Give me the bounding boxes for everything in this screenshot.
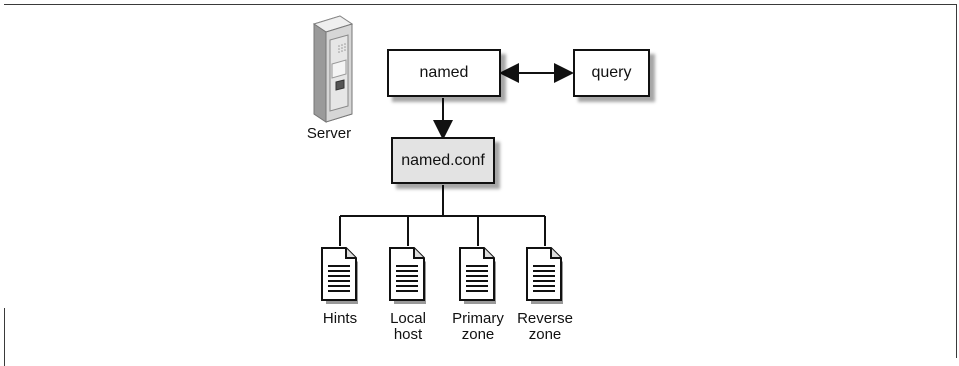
query-box: query <box>573 49 650 97</box>
hints-document-icon <box>321 247 358 304</box>
frame-top-rule <box>4 4 957 5</box>
localhost-document-icon <box>389 247 426 304</box>
file-label-primary-zone: Primary zone <box>452 310 504 343</box>
reverse-zone-document-icon <box>526 247 563 304</box>
frame-left-rule <box>4 308 5 366</box>
server-label: Server <box>306 125 352 142</box>
named-conf-box: named.conf <box>391 137 495 184</box>
primary-zone-document-icon <box>459 247 496 304</box>
file-label-hints: Hints <box>322 310 358 327</box>
file-label-localhost: Local host <box>390 310 426 343</box>
frame-right-rule <box>956 4 957 358</box>
file-label-reverse-zone: Reverse zone <box>517 310 573 343</box>
named-box: named <box>387 49 501 97</box>
server-icon <box>312 15 354 123</box>
